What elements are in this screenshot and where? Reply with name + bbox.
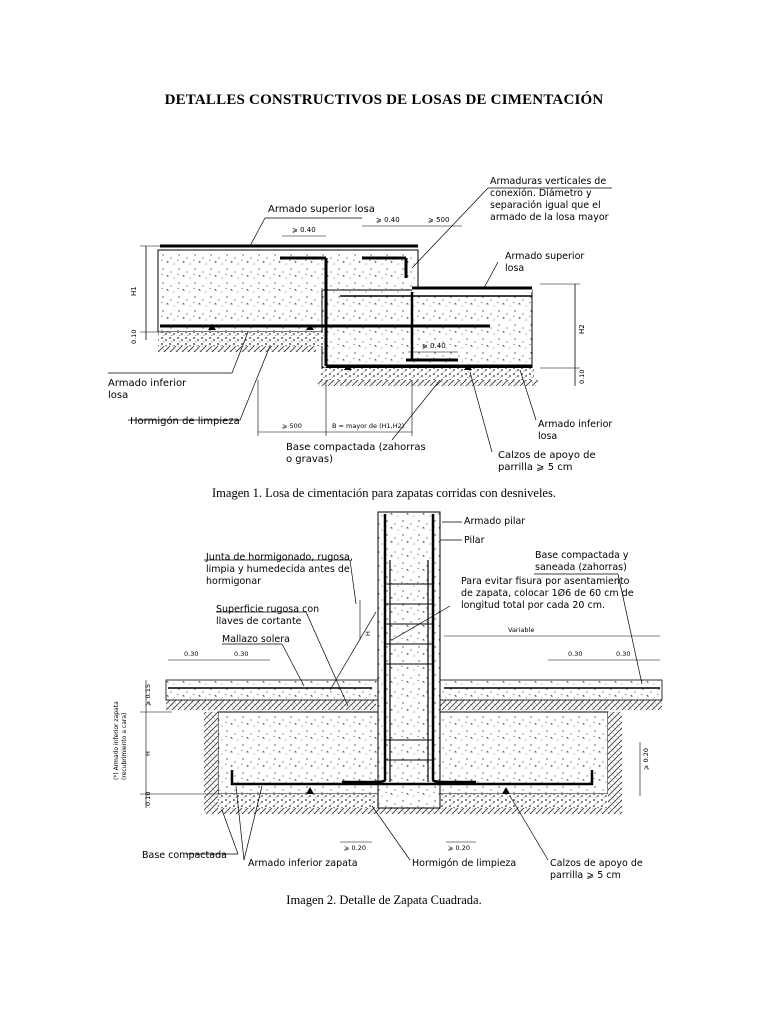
figure2-caption: Imagen 2. Detalle de Zapata Cuadrada. <box>286 893 482 907</box>
label-armado-inferior-right: Armado inferior <box>538 419 612 430</box>
label-base-compactada-2: o gravas) <box>286 454 333 465</box>
dim-010-a: 0.10 <box>130 330 138 344</box>
page-title: DETALLES CONSTRUCTIVOS DE LOSAS DE CIMEN… <box>164 92 604 108</box>
label-variable: Variable <box>508 626 534 634</box>
dim-h1: H1 <box>130 286 138 296</box>
dim-010: 0.10 <box>144 792 152 806</box>
label-armado-inferior-zapata: Armado inferior zapata <box>248 858 358 869</box>
label-armado-inferior-right-2: losa <box>538 431 557 442</box>
dim-500-b: ⩾ 500 <box>282 422 302 430</box>
label-base-saneada: Base compactada y <box>535 550 629 561</box>
label-fisura: Para evitar fisura por asentamiento <box>461 576 630 587</box>
dim-040-b: ⩾ 0.40 <box>376 216 400 224</box>
label-superficie-rugosa-2: llaves de cortante <box>216 616 302 627</box>
compacted-base-top-right <box>440 698 662 710</box>
label-hormigon-limpieza: Hormigón de limpieza <box>130 415 240 427</box>
label-armaduras-verticales: Armaduras verticales de <box>490 176 606 187</box>
dim-020-right: ⩾ 0.20 <box>642 748 650 770</box>
label-base-compactada: Base compactada (zahorras <box>286 442 426 453</box>
dim-040-c: ⩾ 0.40 <box>422 342 446 350</box>
dim-500-a: ⩾ 500 <box>428 216 449 224</box>
compacted-base-left <box>158 346 316 352</box>
column <box>377 511 441 809</box>
dim-h2: H2 <box>578 324 586 334</box>
label-armaduras-verticales-2: conexión. Diámetro y <box>490 188 592 199</box>
figure1-caption: Imagen 1. Losa de cimentación para zapat… <box>212 486 556 500</box>
figure1-drawing: Armado superior losa Armaduras verticale… <box>108 176 612 473</box>
slab-right <box>439 679 663 701</box>
slab-left <box>165 679 379 701</box>
label-armado-inferior-left-2: losa <box>108 390 128 401</box>
dim-030-b: 0.30 <box>234 650 248 658</box>
label-superficie-rugosa: Superficie rugosa con <box>216 604 319 615</box>
label-base-saneada-2: saneada (zahorras) <box>535 562 627 573</box>
label-armado-superior-losa: Armado superior losa <box>268 204 375 215</box>
label-fisura-3: longitud total por cada 20 cm. <box>461 600 605 611</box>
dim-b-mayor: B = mayor de (H1,H2) <box>332 422 404 430</box>
label-side-note: (*) Armado inferior zapata <box>113 701 120 780</box>
label-base-compactada: Base compactada <box>142 850 227 861</box>
dim-040-a: ⩾ 0.40 <box>292 226 316 234</box>
lean-concrete-right <box>320 368 534 380</box>
dim-h: H <box>364 631 372 636</box>
label-armado-superior-right: Armado superior <box>505 251 584 262</box>
label-armado-pilar: Armado pilar <box>464 516 525 527</box>
label-junta-2: limpia y humedecida antes de <box>206 564 350 575</box>
label-fisura-2: de zapata, colocar 1Ø6 de 60 cm de <box>461 588 634 599</box>
label-calzos: Calzos de apoyo de <box>498 450 596 461</box>
label-hormigon-limpieza: Hormigón de limpieza <box>412 858 516 869</box>
lean-concrete-left <box>158 332 324 346</box>
label-junta: Junta de hormigonado, rugosa, <box>205 552 353 563</box>
compacted-base-right <box>318 380 538 386</box>
dim-030-d: 0.30 <box>616 650 630 658</box>
label-mallazo-solera: Mallazo solera <box>222 634 290 645</box>
right-slab <box>412 288 532 292</box>
label-junta-3: hormigonar <box>206 576 261 587</box>
dim-020-b: ⩾ 0.20 <box>448 844 470 852</box>
label-armaduras-verticales-3: separación igual que el <box>490 200 601 211</box>
dim-030-c: 0.30 <box>568 650 582 658</box>
dim-015: ⩾ 0.15 <box>144 684 152 706</box>
label-armaduras-verticales-4: armado de la losa mayor <box>490 212 609 223</box>
label-side-note-2: (recubrimiento a cara) <box>121 713 128 780</box>
label-armado-superior-right-2: losa <box>505 263 524 274</box>
compacted-base-top-left <box>166 698 376 710</box>
label-pilar: Pilar <box>464 535 485 546</box>
figure2-drawing: Armado pilar Pilar Junta de hormigonado,… <box>113 511 663 881</box>
label-calzos-2: parrilla ⩾ 5 cm <box>498 462 573 473</box>
label-armado-inferior-left: Armado inferior <box>108 378 187 389</box>
dim-010-b: 0.10 <box>578 370 586 384</box>
dim-h-footing: H <box>144 751 152 756</box>
dim-030-a: 0.30 <box>184 650 198 658</box>
label-calzos-2: parrilla ⩾ 5 cm <box>550 870 621 881</box>
dim-020-a: ⩾ 0.20 <box>344 844 366 852</box>
label-calzos: Calzos de apoyo de <box>550 858 643 869</box>
